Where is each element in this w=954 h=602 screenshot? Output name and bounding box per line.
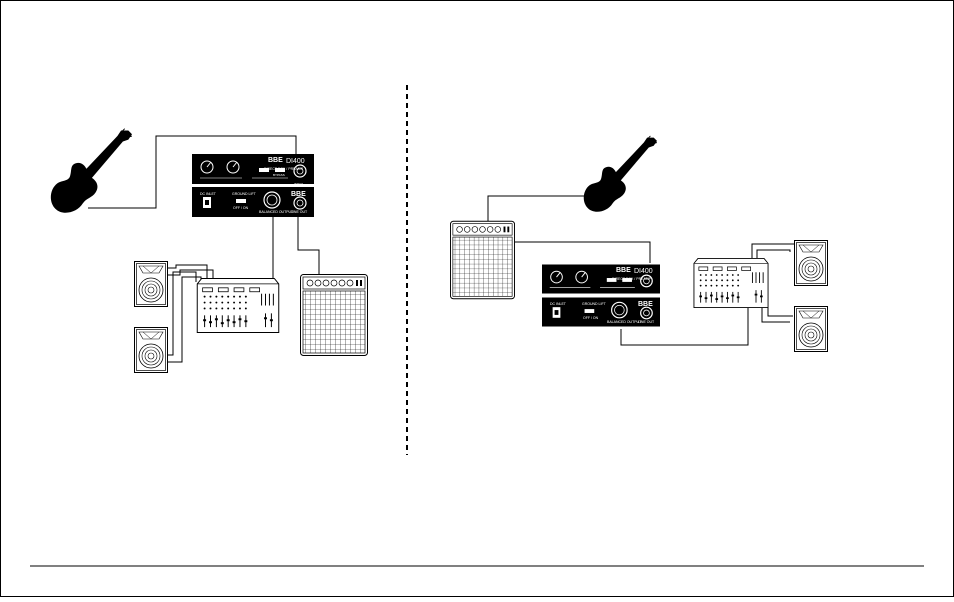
ground-lift-label: GROUND LIFT bbox=[232, 192, 257, 196]
bypass-label: BYPASS bbox=[273, 173, 285, 177]
dc-inlet-label: DC INLET bbox=[550, 302, 567, 306]
right-cables bbox=[487, 195, 797, 346]
input-label: INPUT bbox=[294, 182, 303, 186]
balanced-output-label: BALANCED OUTPUT bbox=[607, 320, 642, 324]
line-out-label: LINE OUT bbox=[291, 210, 308, 214]
mixer-icon bbox=[693, 258, 769, 308]
speaker-cabinet-icon bbox=[134, 327, 168, 373]
model-logo: DI400 bbox=[286, 158, 305, 165]
amplifier-icon bbox=[450, 220, 515, 300]
line-out-label: LINE OUT bbox=[638, 320, 655, 324]
off-on-label: OFF / ON bbox=[233, 206, 249, 210]
speaker-cabinet-icon bbox=[794, 240, 828, 286]
brand-logo: BBE bbox=[616, 267, 631, 274]
model-logo: DI400 bbox=[634, 268, 653, 275]
balanced-output-label: BALANCED OUTPUT bbox=[259, 210, 294, 214]
di-box-icon: BBE DI400 DIRECT BOX / PREAMP DC INLET G… bbox=[542, 264, 660, 327]
di-top-caption: DIRECT BOX / PREAMP bbox=[612, 277, 652, 281]
brand-logo-bottom: BBE bbox=[291, 191, 306, 198]
speaker-cabinet-icon bbox=[134, 261, 168, 307]
brand-logo-bottom: BBE bbox=[638, 301, 653, 308]
speaker-cabinet-icon bbox=[794, 306, 828, 352]
ground-lift-label: GROUND LIFT bbox=[582, 302, 607, 306]
di-box-icon: BBE DI400 DIRECT BOX / PREAMP INPUT BYPA… bbox=[192, 154, 314, 217]
right-setup: BBE DI400 DIRECT BOX / PREAMP DC INLET G… bbox=[450, 135, 828, 352]
mixer-icon bbox=[196, 278, 280, 333]
off-on-label: OFF / ON bbox=[583, 316, 599, 320]
left-setup: BBE DI400 DIRECT BOX / PREAMP INPUT BYPA… bbox=[50, 128, 368, 373]
di-top-caption: DIRECT BOX / PREAMP bbox=[264, 167, 304, 171]
amplifier-icon bbox=[300, 274, 368, 356]
dc-inlet-label: DC INLET bbox=[200, 192, 217, 196]
brand-logo: BBE bbox=[268, 157, 283, 164]
